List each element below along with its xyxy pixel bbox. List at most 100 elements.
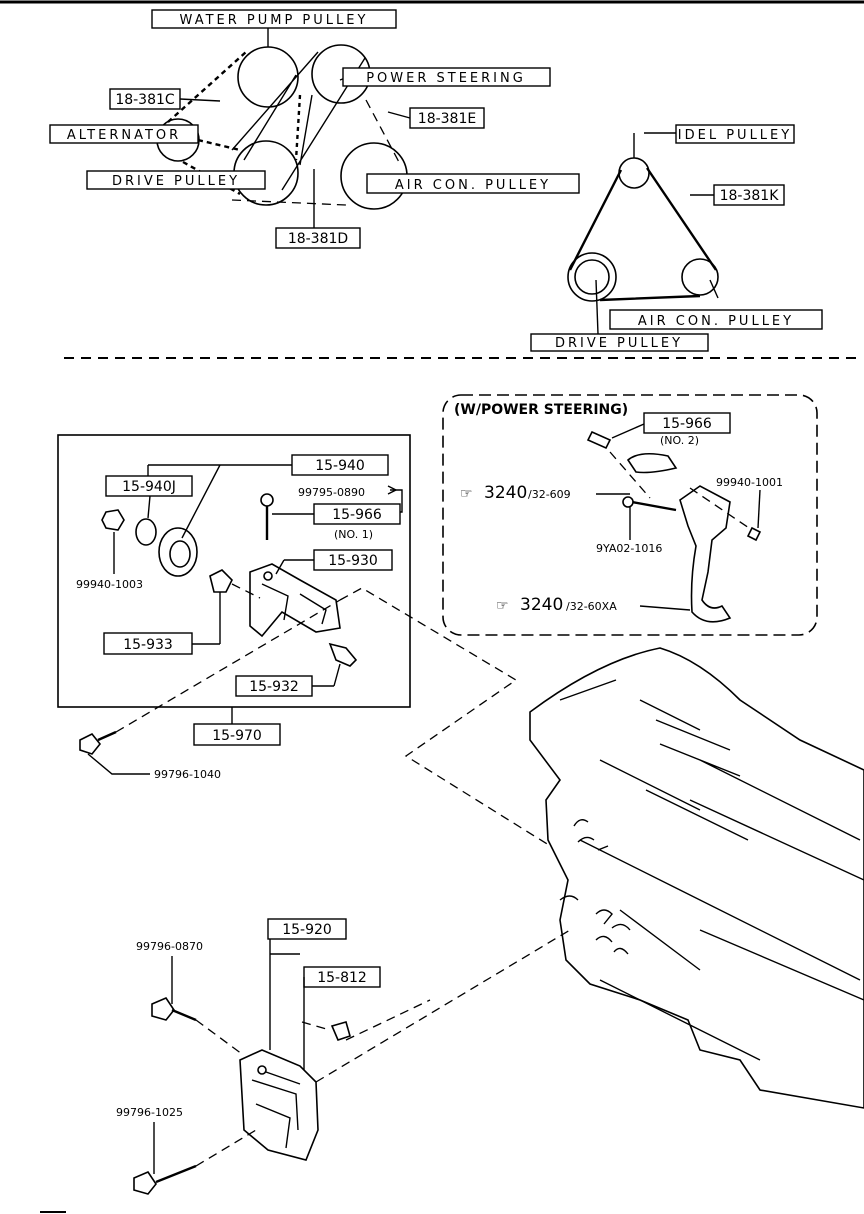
label-box [275, 227, 361, 249]
air-con-pulley-label: AIR CON. PULLEY [395, 178, 551, 193]
bracket-15-920-icon [239, 1049, 319, 1161]
assembly-line-933 [231, 583, 261, 599]
label-box [643, 412, 731, 434]
bolt-99796-0870-icon [151, 997, 175, 1021]
part-15-932-icon [328, 642, 358, 667]
assembly-line-2 [609, 451, 651, 499]
label-box [313, 503, 401, 525]
ps-belt-segment [294, 94, 302, 161]
lower-bracket-group: 15-920 99796-0870 15-812 99796-1025 [116, 918, 571, 1195]
label-box [267, 918, 347, 940]
inset-title: (W/POWER STEERING) [454, 402, 628, 418]
part-15-940-label: 15-940 [315, 458, 365, 474]
adjust-link-icon [626, 452, 678, 474]
bearing-inner-icon [169, 540, 191, 568]
leader-99796-1040 [87, 753, 150, 775]
label-box [366, 173, 580, 194]
belt-layout-main: WATER PUMP PULLEY POWER STEERING 18-381C… [49, 9, 580, 249]
bracket-hole-icon [263, 571, 273, 581]
air-con-belt [231, 99, 401, 206]
air-con-belt-k [568, 167, 717, 302]
ref2-sub: /32-60XA [566, 600, 617, 613]
alternator-label: ALTERNATOR [67, 128, 181, 143]
engine-outline [529, 647, 864, 1109]
leader-966-no2 [611, 423, 645, 439]
nut-99940-1001-icon [746, 526, 762, 542]
bolt-1025-shaft [155, 1164, 197, 1184]
part-15-970-label: 15-970 [212, 728, 262, 744]
bolt-99796-1025-icon [133, 1171, 157, 1195]
engine-bolt-holes [559, 819, 631, 955]
water-pump-pulley-icon [237, 46, 299, 108]
bolt-0870-shaft [171, 1008, 197, 1022]
ref-icon: ☞ [460, 486, 473, 502]
label-box [675, 124, 795, 144]
part-15-966-no1-label: 15-966 [332, 507, 382, 523]
bracket-detail [261, 583, 327, 625]
label-box [530, 333, 709, 352]
engine-detail-lines [559, 679, 864, 1061]
ref-icon-2: ☞ [496, 598, 509, 614]
assembly-line-1040 [115, 599, 341, 733]
bolt-no2-icon [586, 430, 612, 450]
part-15-933-icon [209, 569, 233, 593]
no2-label: (NO. 2) [660, 434, 699, 447]
leader-15-920 [269, 939, 300, 1050]
label-box [313, 549, 393, 571]
inset-border [442, 394, 818, 636]
belt-layout-aircon: IDEL PULLEY 18-381K AIR CON. PULLEY DRIV… [530, 124, 823, 352]
leader-15-932 [333, 663, 341, 687]
label-box [103, 632, 193, 655]
air-con-pulley-icon [681, 258, 719, 296]
bolt-head-icon [622, 496, 634, 508]
arrow-icon [387, 485, 398, 495]
power-steering-label: POWER STEERING [366, 71, 526, 86]
label-box [409, 107, 485, 129]
assembly-line [689, 487, 753, 531]
ref1-sub: /32-609 [528, 488, 571, 501]
label-box [235, 675, 313, 697]
spacer-icon [135, 518, 157, 546]
engine-block [529, 647, 864, 1109]
label-box [86, 170, 266, 190]
leader-15-930-down [275, 559, 285, 575]
label-box [291, 454, 389, 476]
part-15-920-label: 15-920 [282, 922, 332, 938]
leader-15-940-pulley [181, 464, 221, 539]
belt-18-381e-label: 18-381E [418, 111, 476, 127]
part-15-812-label: 15-812 [317, 970, 367, 986]
label-box [49, 124, 199, 144]
label-box [105, 475, 193, 497]
assembly-line-0870 [195, 1019, 243, 1055]
ref1-main: 3240 [484, 483, 527, 503]
assembly-box [57, 434, 411, 708]
bracket-920-hole-icon [257, 1065, 267, 1075]
no1-label: (NO. 1) [334, 528, 373, 541]
nut-99940-1003-icon [101, 509, 125, 531]
bolt-99796-0870-label: 99796-0870 [136, 940, 203, 953]
part-15-932-label: 15-932 [249, 679, 299, 695]
leader-drive [595, 279, 599, 335]
power-steering-inset: (W/POWER STEERING) 15-966 (NO. 2) 99940-… [442, 394, 818, 636]
drive-pulley-label-right: DRIVE PULLEY [555, 336, 683, 351]
leader-18-381e [387, 111, 411, 119]
idler-pulley-icon [618, 157, 650, 189]
power-steering-belt [231, 51, 366, 191]
idler-pulley-label: IDEL PULLEY [678, 128, 792, 143]
leader-air-con [709, 279, 719, 299]
ref2-main: 3240 [520, 595, 563, 615]
belt-18-381k-label: 18-381K [720, 188, 780, 204]
belt-18-381d-label: 18-381D [288, 231, 348, 247]
part-15-940j-label: 15-940J [122, 479, 176, 495]
leader-18-381c [179, 98, 221, 102]
drive-pulley-inner-icon [574, 259, 610, 295]
drive-pulley-label: DRIVE PULLEY [112, 174, 240, 189]
bolt-99796-1040-group: 99796-1040 [79, 599, 341, 781]
assembly-line-1025 [195, 1129, 257, 1167]
part-15-933-label: 15-933 [123, 637, 173, 653]
leader-ref2 [639, 605, 691, 611]
label-box [609, 309, 823, 330]
bolt-no1-head-icon [260, 493, 274, 507]
mounting-outline [339, 587, 561, 853]
